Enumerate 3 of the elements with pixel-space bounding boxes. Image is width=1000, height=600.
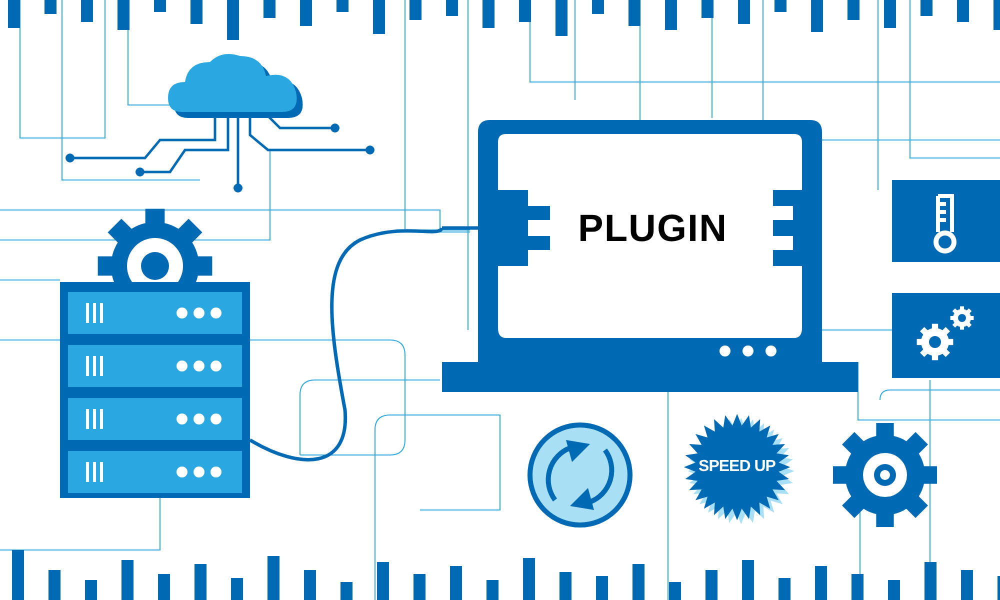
plugin-label: PLUGIN bbox=[578, 208, 722, 251]
badge-text: SPEED UP bbox=[698, 458, 776, 476]
cable bbox=[249, 226, 444, 462]
